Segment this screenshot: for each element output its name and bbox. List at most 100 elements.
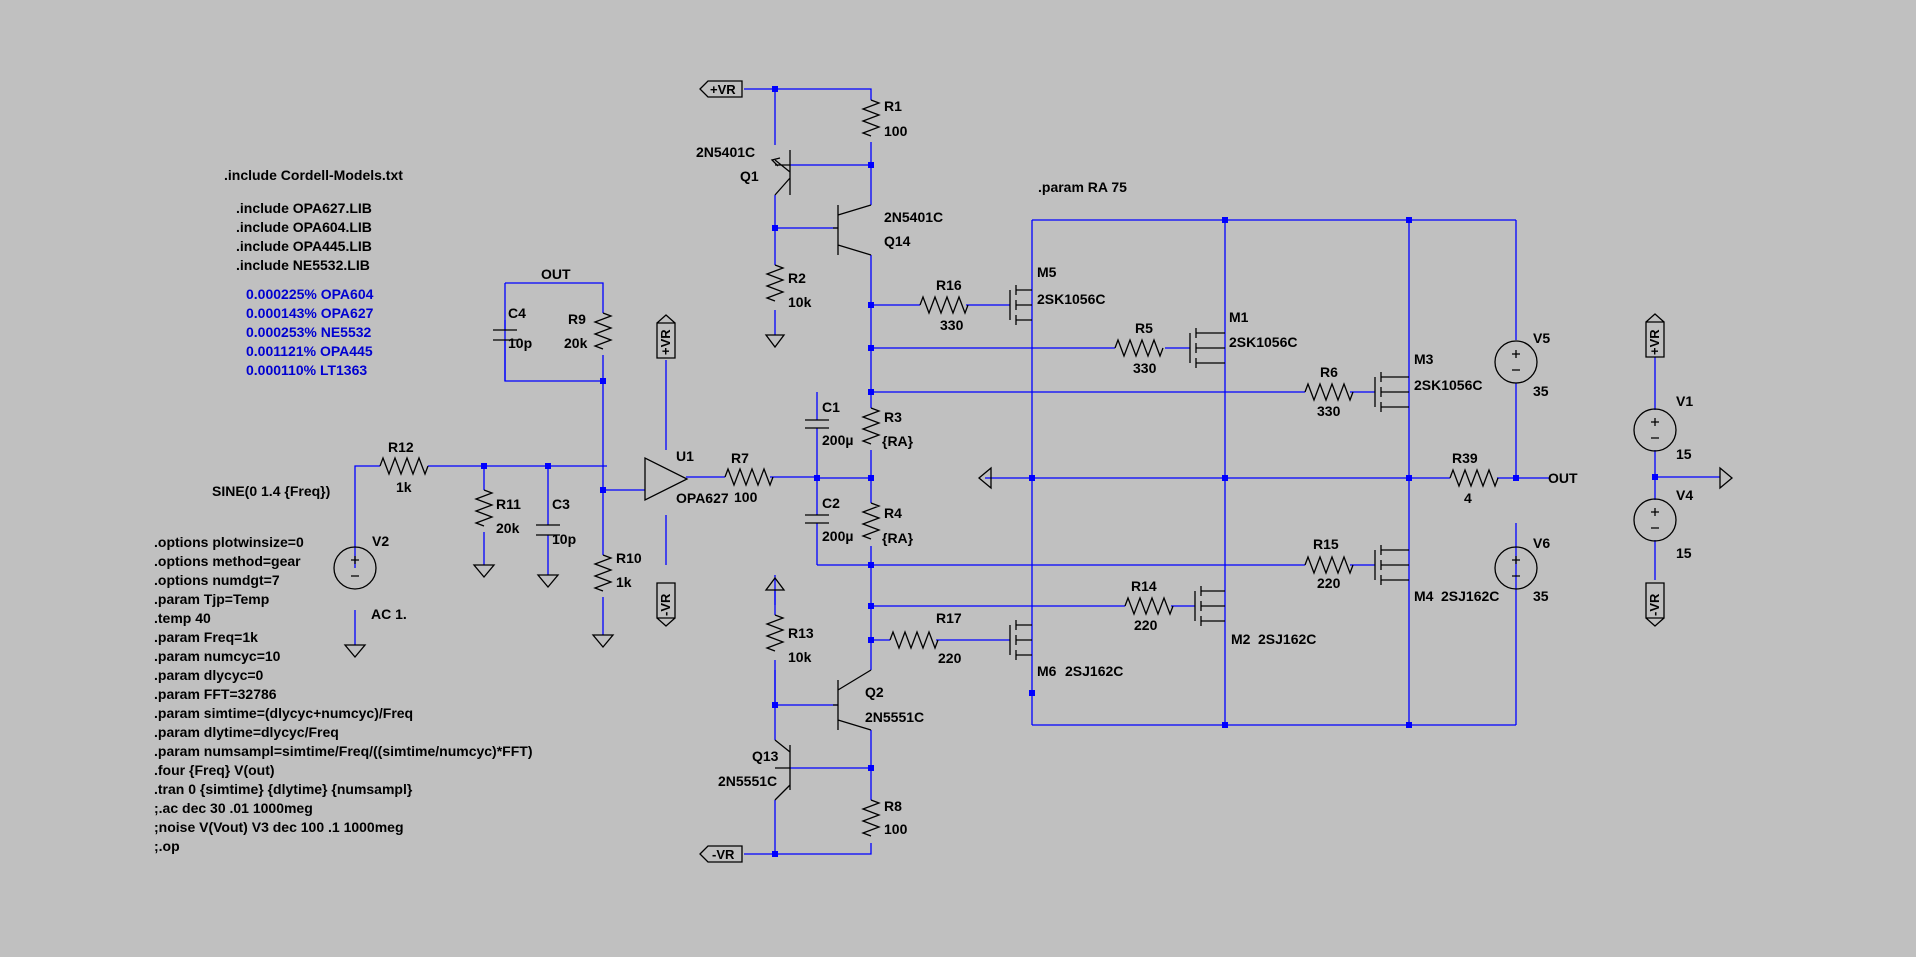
label-v5-value: 35 xyxy=(1533,383,1549,399)
spice-line-7: .param dlycyc=0 xyxy=(154,667,264,683)
label-out-top: OUT xyxy=(541,266,571,282)
net-label-vr-opamp-bottom-text: -VR xyxy=(658,593,673,616)
directive-include-0: .include OPA627.LIB xyxy=(236,200,372,216)
mosfet-m5 xyxy=(1009,285,1032,325)
directive-include-cordell: .include Cordell-Models.txt xyxy=(224,167,403,183)
thd-result-0: 0.000225% OPA604 xyxy=(246,286,374,302)
label-c1-value: 200µ xyxy=(822,432,853,448)
directive-block: .include Cordell-Models.txt .include OPA… xyxy=(212,167,1127,499)
resistor-r13 xyxy=(765,614,785,652)
transistor-q14 xyxy=(833,204,872,256)
mosfet-m1 xyxy=(1189,328,1225,368)
label-m5: M5 xyxy=(1037,264,1057,280)
directive-sine: SINE(0 1.4 {Freq}) xyxy=(212,483,330,499)
label-q14: Q14 xyxy=(884,233,911,249)
label-q1: Q1 xyxy=(740,168,759,184)
label-r5-value: 330 xyxy=(1133,360,1157,376)
source-v4 xyxy=(1633,498,1677,542)
label-c3: C3 xyxy=(552,496,570,512)
spice-line-6: .param numcyc=10 xyxy=(154,648,281,664)
label-m3-model: 2SK1056C xyxy=(1414,377,1483,393)
label-q13-model: 2N5551C xyxy=(718,773,777,789)
label-m1-model: 2SK1056C xyxy=(1229,334,1298,350)
capacitor-c2 xyxy=(805,514,829,524)
label-r5: R5 xyxy=(1135,320,1153,336)
spice-line-13: .tran 0 {simtime} {dlytime} {numsampl} xyxy=(154,781,413,797)
label-c1: C1 xyxy=(822,399,840,415)
label-c3-value: 10p xyxy=(552,531,576,547)
label-q2: Q2 xyxy=(865,684,884,700)
resistor-r2 xyxy=(765,264,785,302)
spice-line-4: .temp 40 xyxy=(154,610,211,626)
label-r3-value: {RA} xyxy=(882,433,914,449)
thd-result-4: 0.000110% LT1363 xyxy=(246,362,367,378)
label-r8-value: 100 xyxy=(884,821,908,837)
mosfet-m4 xyxy=(1374,545,1409,585)
components xyxy=(333,80,1734,863)
label-v6-value: 35 xyxy=(1533,588,1549,604)
resistor-r9 xyxy=(593,312,613,350)
spice-line-12: .four {Freq} V(out) xyxy=(154,762,275,778)
component-labels: R1 100 2N5401C Q1 2N5401C Q14 R2 10k R16… xyxy=(371,98,1693,837)
label-r4: R4 xyxy=(884,505,902,521)
label-m3: M3 xyxy=(1414,351,1434,367)
directive-param-ra: .param RA 75 xyxy=(1038,179,1127,195)
spice-line-8: .param FFT=32786 xyxy=(154,686,277,702)
spice-line-1: .options method=gear xyxy=(154,553,301,569)
spice-line-5: .param Freq=1k xyxy=(154,629,258,645)
resistor-r8 xyxy=(861,799,881,837)
mosfet-m6 xyxy=(1009,620,1032,660)
resistor-r6 xyxy=(1304,382,1354,402)
resistor-r14 xyxy=(1124,596,1174,616)
label-v1: V1 xyxy=(1676,393,1693,409)
junctions xyxy=(481,86,1658,857)
thd-result-2: 0.000253% NE5532 xyxy=(246,324,372,340)
transistor-q13 xyxy=(774,739,791,801)
resistor-r4 xyxy=(861,502,881,540)
label-m6: M6 xyxy=(1037,663,1057,679)
net-label-vr-opamp-bottom xyxy=(656,582,676,627)
label-r9: R9 xyxy=(568,311,586,327)
resistor-r1 xyxy=(861,99,881,137)
label-r17: R17 xyxy=(936,610,962,626)
label-r11: R11 xyxy=(496,496,521,512)
label-r15: R15 xyxy=(1313,536,1339,552)
transistor-q1 xyxy=(774,150,791,196)
resistor-r17 xyxy=(889,630,939,650)
spice-line-9: .param simtime=(dlycyc+numcyc)/Freq xyxy=(154,705,413,721)
net-label-vr-right-top xyxy=(1645,313,1665,358)
transistor-q2 xyxy=(833,669,872,731)
label-r16-value: 330 xyxy=(940,317,964,333)
resistor-r39 xyxy=(1449,468,1499,488)
thd-result-1: 0.000143% OPA627 xyxy=(246,305,374,321)
net-label-vr-right-bottom xyxy=(1645,582,1665,627)
label-r17-value: 220 xyxy=(938,650,962,666)
label-r13: R13 xyxy=(788,625,814,641)
resistor-r12 xyxy=(379,456,429,476)
label-r12: R12 xyxy=(388,439,414,455)
source-v2 xyxy=(333,546,377,590)
net-label-vr-opamp-top-text: +VR xyxy=(658,329,673,355)
capacitor-c1 xyxy=(805,419,829,429)
label-v6: V6 xyxy=(1533,535,1550,551)
label-v2: V2 xyxy=(372,533,389,549)
source-v5 xyxy=(1494,340,1538,384)
thd-results: 0.000225% OPA604 0.000143% OPA627 0.0002… xyxy=(246,286,374,378)
label-r39-value: 4 xyxy=(1464,490,1472,506)
resistor-r11 xyxy=(474,489,494,527)
mosfet-m2 xyxy=(1194,586,1225,626)
label-m4: M4 xyxy=(1414,588,1434,604)
label-v4: V4 xyxy=(1676,487,1693,503)
label-c2-value: 200µ xyxy=(822,528,853,544)
label-r11-value: 20k xyxy=(496,520,520,536)
label-c2: C2 xyxy=(822,495,840,511)
label-m1: M1 xyxy=(1229,309,1249,325)
opamp-u1 xyxy=(644,456,689,502)
capacitor-c4 xyxy=(493,329,517,341)
label-q14-model: 2N5401C xyxy=(884,209,943,225)
label-v4-value: 15 xyxy=(1676,545,1692,561)
resistor-r15 xyxy=(1304,555,1354,575)
label-c4-value: 10p xyxy=(508,335,532,351)
